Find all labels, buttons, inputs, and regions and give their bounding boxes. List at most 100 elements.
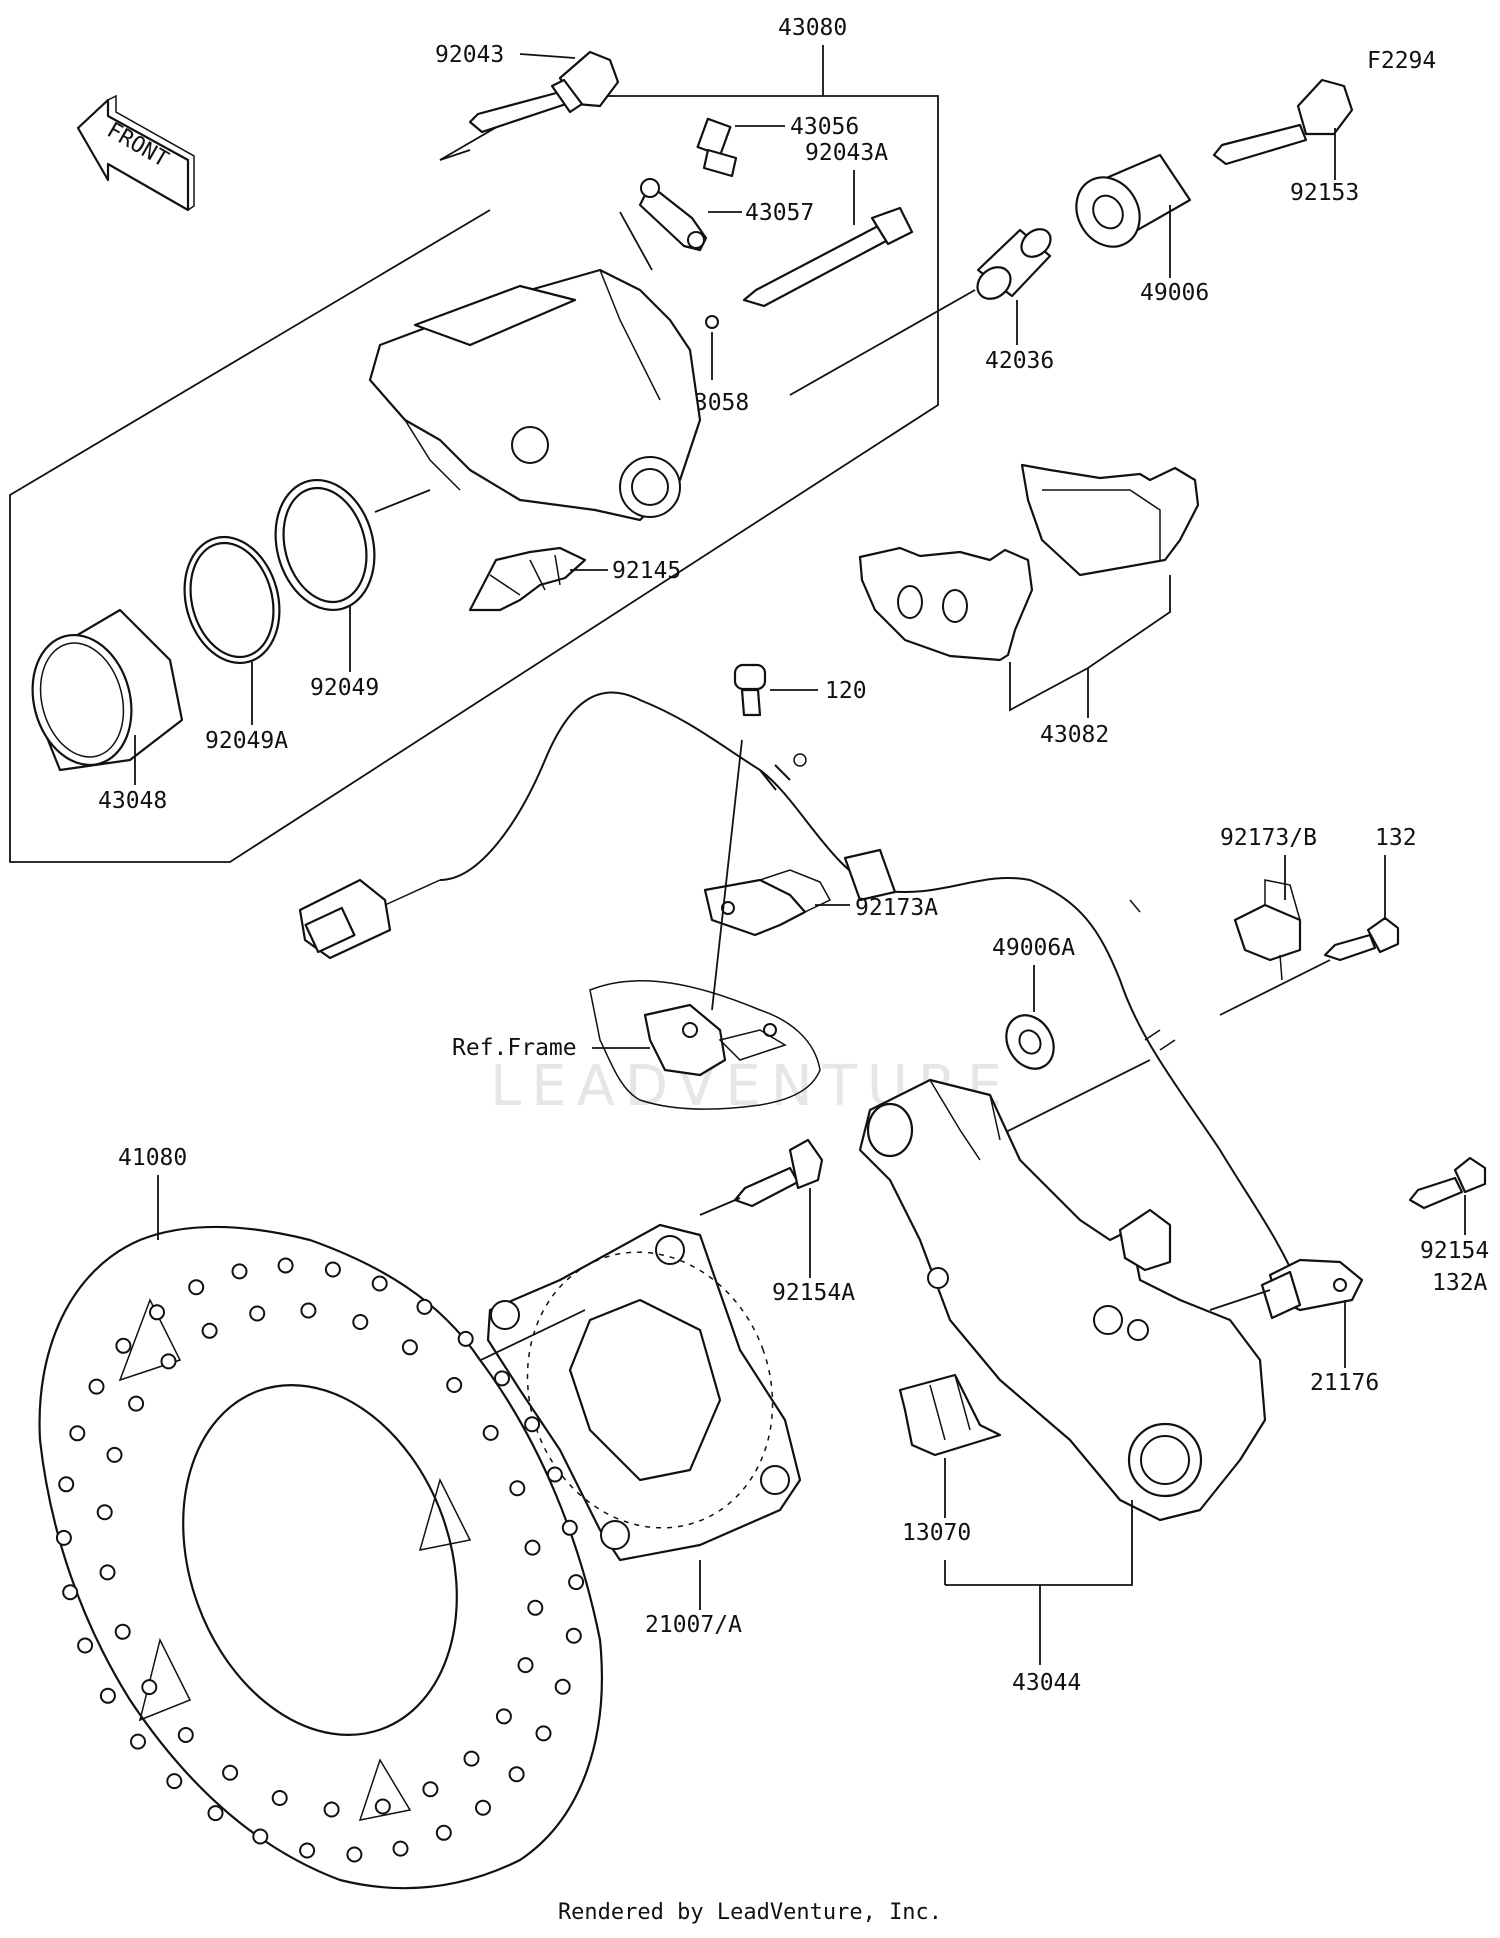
disc-hole (249, 1305, 266, 1322)
callout-92153: 92153 (1290, 180, 1359, 206)
disc-hole (494, 1370, 510, 1387)
disc-hole (324, 1261, 341, 1278)
callout-42036: 42036 (985, 348, 1054, 374)
ref-frame-label: Ref.Frame (452, 1035, 577, 1061)
disc-hole (130, 1733, 146, 1750)
disc-hole (115, 1337, 132, 1354)
disc-hole (99, 1564, 116, 1581)
bolt-92154A (733, 1138, 824, 1208)
callout-21176: 21176 (1310, 1370, 1379, 1396)
disc-hole (565, 1627, 582, 1644)
disc-hole (352, 1314, 369, 1330)
callout-132: 132 (1375, 825, 1417, 851)
disc-hole (271, 1790, 288, 1806)
disc-hole (482, 1424, 499, 1441)
callout-92043: 92043 (435, 42, 504, 68)
callout-13070: 13070 (902, 1520, 971, 1546)
disc-hole (401, 1339, 418, 1356)
callout-43048: 43048 (98, 788, 167, 814)
pad-spring-92145 (468, 546, 587, 612)
disc-hole (160, 1353, 177, 1370)
disc-hole (524, 1539, 541, 1556)
disc-hole (231, 1263, 248, 1280)
callout-43057: 43057 (745, 200, 814, 226)
disc-hole (475, 1799, 491, 1816)
disc-hole (55, 1529, 72, 1546)
disc-hole (568, 1574, 585, 1591)
sleeve-42036 (976, 228, 1052, 300)
dust-seal-92049A (183, 535, 281, 665)
brake-disc-41080 (38, 1225, 603, 1890)
sensor-wire (439, 691, 1301, 1291)
disc-hole (149, 1304, 165, 1321)
callout-132A: 132A (1432, 1270, 1488, 1296)
pad-clip-13070 (898, 1373, 1002, 1457)
piston-seal-92049 (274, 478, 376, 612)
callout-92043A: 92043A (805, 140, 888, 166)
callout-43080: 43080 (778, 15, 847, 41)
callout-41080: 41080 (118, 1145, 187, 1171)
bolt-120 (733, 663, 767, 717)
disc-hole (517, 1657, 534, 1674)
disc-hole (99, 1687, 116, 1704)
disc-hole (323, 1801, 340, 1818)
callout-92145: 92145 (612, 558, 681, 584)
disc-hole (392, 1840, 409, 1857)
disc-hole (201, 1322, 218, 1339)
disc-hole (509, 1480, 526, 1497)
disc-hole (374, 1798, 391, 1815)
disc-hole (561, 1519, 578, 1536)
disc-hole (422, 1781, 439, 1798)
disc-hole (299, 1842, 316, 1859)
clamp-92173A (703, 869, 832, 937)
disc-hole (546, 1466, 563, 1483)
bolt-132 (1323, 916, 1400, 962)
disc-hole (222, 1764, 239, 1781)
disc-hole (524, 1416, 541, 1433)
disc-hole (371, 1275, 388, 1292)
diagram-code: F2294 (1367, 48, 1436, 74)
disc-hole (128, 1395, 145, 1412)
disc-hole (416, 1298, 433, 1315)
callout-92173B: 92173/B (1220, 825, 1317, 851)
abs-rotor-21007A (486, 1223, 802, 1562)
disc-hole (77, 1637, 94, 1654)
bolt-92154 (1408, 1156, 1487, 1210)
callout-49006A: 49006A (992, 935, 1075, 961)
callout-43056: 43056 (790, 114, 859, 140)
slide-pin-92043A (742, 206, 914, 308)
caliper-body (368, 268, 702, 522)
disc-hole (69, 1425, 86, 1442)
disc-hole (277, 1257, 294, 1274)
cap-43057 (638, 178, 708, 252)
disc-hole (96, 1504, 113, 1521)
clamp-92173B (1233, 879, 1302, 981)
disc-hole (141, 1679, 158, 1696)
bleeder-valve-43056 (696, 117, 738, 178)
disc-hole (177, 1727, 194, 1743)
ref-frame-inset (589, 980, 821, 1110)
disc-hole (300, 1302, 317, 1319)
disc-hole (188, 1279, 205, 1296)
disc-hole (463, 1750, 480, 1767)
disc-hole (535, 1725, 552, 1742)
bolt-92153 (1212, 78, 1354, 166)
sensor-connector (298, 878, 441, 960)
callout-92173A: 92173A (855, 895, 938, 921)
callout-21007A: 21007/A (645, 1612, 742, 1638)
bushing-49006 (1075, 153, 1192, 248)
callout-92049: 92049 (310, 675, 379, 701)
disc-hole (457, 1330, 474, 1347)
caliper-assembly-outline (9, 95, 939, 863)
brake-pad-inner (858, 546, 1034, 662)
disc-hole (62, 1584, 79, 1601)
brake-pad-outer (1020, 463, 1200, 577)
callout-49006: 49006 (1140, 280, 1209, 306)
caliper-bracket-43044 (858, 1078, 1267, 1522)
callout-92154: 92154 (1420, 1238, 1489, 1264)
piston-43048 (31, 608, 184, 772)
disc-hole (508, 1766, 525, 1783)
footer-credit: Rendered by LeadVenture, Inc. (557, 1900, 943, 1925)
disc-hole (166, 1773, 183, 1790)
callout-92049A: 92049A (205, 728, 288, 754)
